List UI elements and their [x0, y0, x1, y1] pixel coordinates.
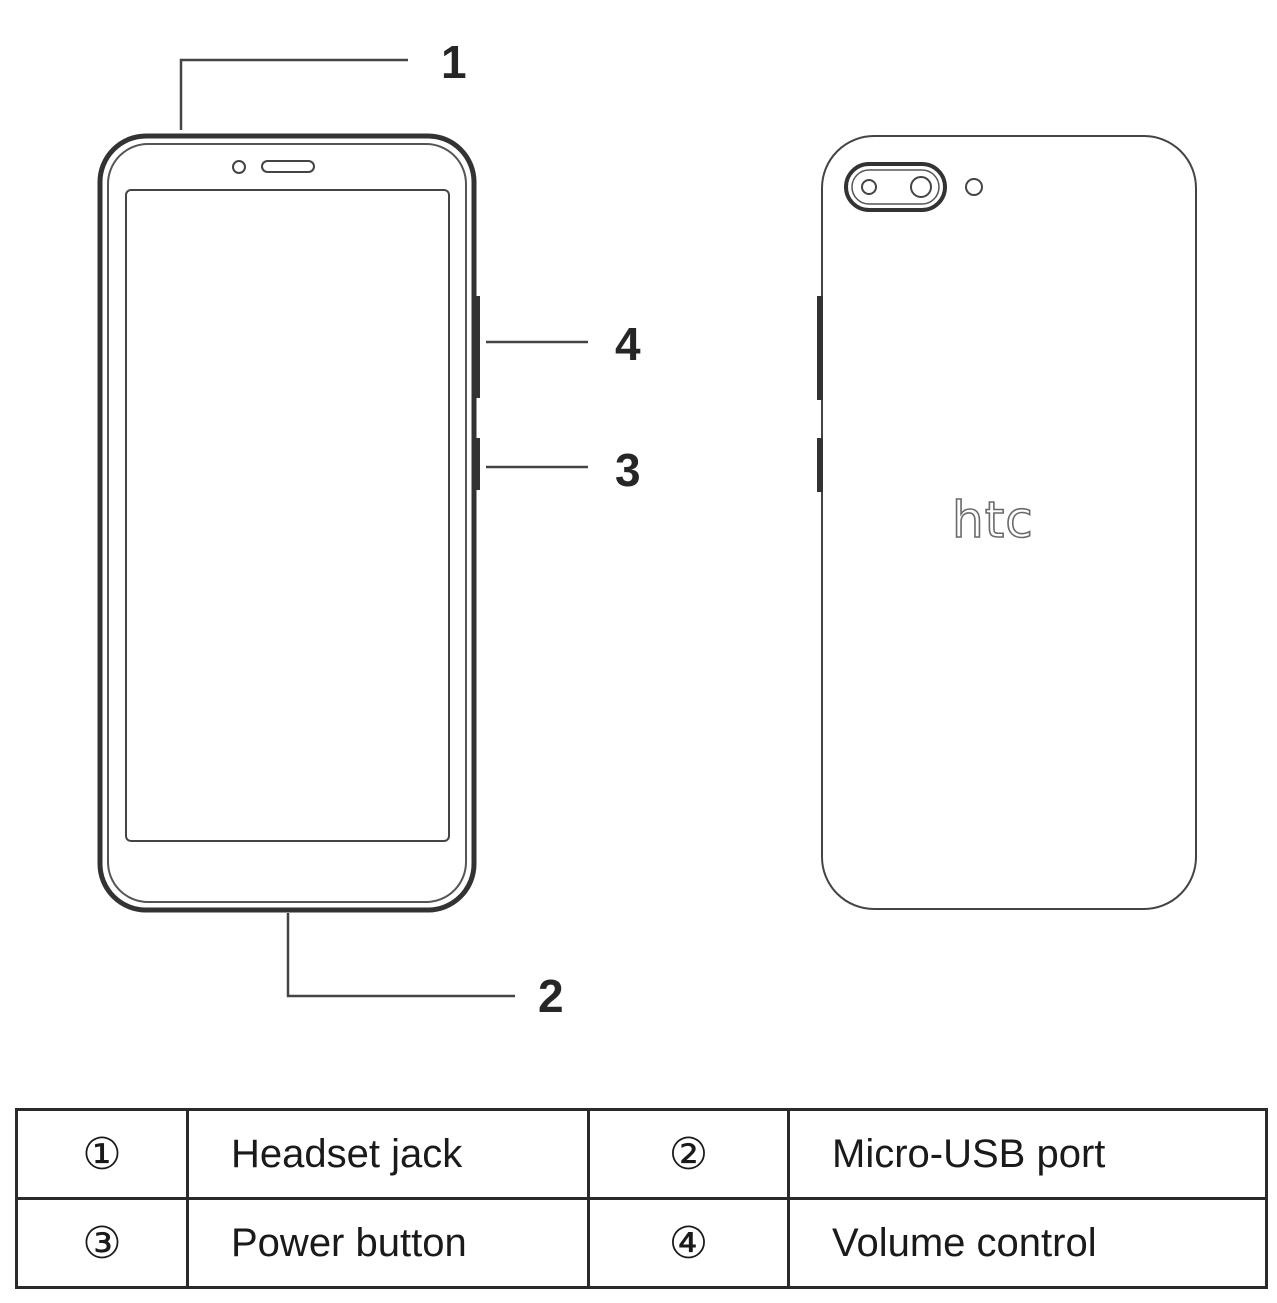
back-body: [821, 135, 1197, 910]
callout-lines: [179, 58, 588, 998]
callout-line-1: [179, 58, 408, 130]
legend-number: ③: [15, 1197, 189, 1289]
legend-label: Volume control: [787, 1197, 1268, 1289]
volume-button-front: [473, 296, 480, 398]
legend-row: ③ Power button ④ Volume control: [15, 1197, 1268, 1289]
callout-number-3: 3: [615, 444, 641, 496]
rear-camera-lens-1-icon: [861, 179, 877, 195]
legend-label: Micro-USB port: [787, 1108, 1268, 1200]
front-inner-frame: [107, 143, 467, 903]
legend-number: ①: [15, 1108, 189, 1200]
legend-number: ④: [587, 1197, 790, 1289]
power-button-back: [817, 438, 823, 492]
htc-logo: htc: [952, 491, 1034, 549]
legend-table: ① Headset jack ② Micro-USB port ③ Power …: [15, 1108, 1268, 1289]
power-button-front: [473, 438, 480, 490]
earpiece-speaker: [261, 160, 315, 173]
callout-number-4: 4: [615, 318, 641, 370]
rear-camera-lens-2-icon: [910, 176, 932, 198]
dual-camera-module-inner: [851, 169, 940, 205]
callout-line-2: [286, 913, 515, 998]
legend-label: Headset jack: [186, 1108, 590, 1200]
volume-button-back: [817, 296, 823, 400]
legend-row: ① Headset jack ② Micro-USB port: [15, 1108, 1268, 1200]
legend-number: ②: [587, 1108, 790, 1200]
phone-front-view: [97, 133, 480, 913]
front-camera-icon: [232, 160, 246, 174]
legend-label: Power button: [186, 1197, 590, 1289]
callout-number-1: 1: [441, 36, 467, 88]
callout-number-2: 2: [538, 970, 564, 1022]
phone-diagram: 1 2 4 3 htc: [97, 36, 1197, 1022]
front-screen: [125, 189, 450, 842]
dual-camera-module: [844, 162, 947, 212]
flash-icon: [965, 178, 983, 196]
phone-back-view: htc: [817, 135, 1197, 910]
